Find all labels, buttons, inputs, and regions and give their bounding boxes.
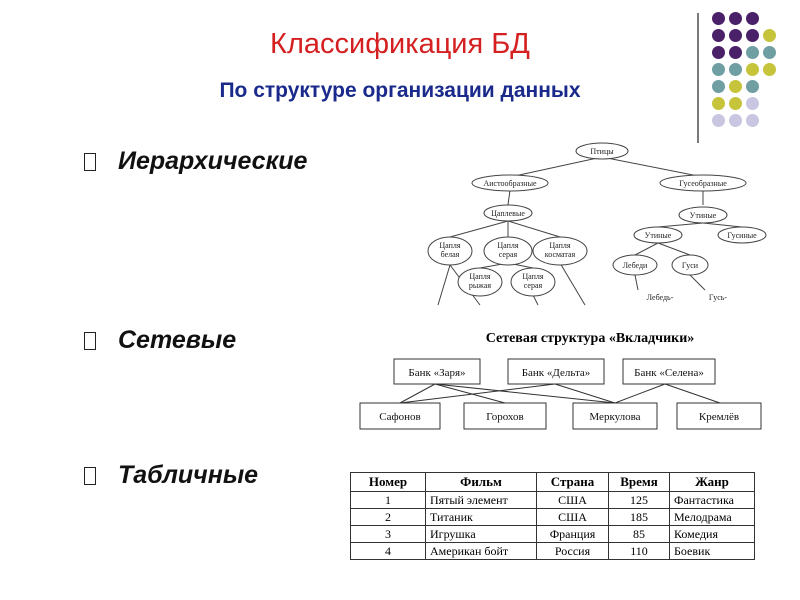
node-left-l1: Аистообразные (484, 179, 537, 188)
table-cell: 1 (350, 491, 426, 509)
bank-node: Банк «Заря» (408, 367, 465, 379)
column-header: Жанр (669, 472, 755, 492)
bullet-box-icon (84, 331, 96, 350)
network-diagram: Банк «Заря» Банк «Дельта» Банк «Селена» … (359, 358, 762, 430)
node-text: косматая (545, 250, 576, 259)
bullet-hierarchical: Иерархические (84, 147, 307, 176)
node-text: Цапля (497, 241, 518, 250)
node-text: серая (524, 281, 543, 290)
decor-dot (763, 29, 776, 42)
column-header: Страна (536, 472, 609, 492)
decor-dot (746, 63, 759, 76)
node-text: Цапля (469, 272, 490, 281)
bullet-label: Табличные (118, 461, 259, 489)
decor-dot (729, 80, 742, 93)
column-header: Номер (350, 472, 426, 492)
table-cell: Боевик (669, 542, 755, 560)
depositor-node: Меркулова (589, 411, 640, 423)
bullet-label: Иерархические (118, 147, 308, 175)
decor-dot (763, 63, 776, 76)
node-text: Гусь- (709, 293, 728, 302)
table-cell: 85 (608, 525, 670, 543)
decor-dot (712, 12, 725, 25)
decor-dot (746, 80, 759, 93)
decor-dot (746, 97, 759, 110)
bullet-label: Сетевые (118, 326, 237, 354)
node-text: Лебеди (623, 261, 648, 270)
decor-dot (712, 97, 725, 110)
node-text: Утиные (645, 231, 672, 240)
node-right-l2: Утиные (690, 211, 717, 220)
table-cell: Франция (536, 525, 609, 543)
node-text: Цапля (549, 241, 570, 250)
decor-dot (712, 63, 725, 76)
node-text: серая (499, 250, 518, 259)
decor-dot (729, 114, 742, 127)
decor-dot (763, 46, 776, 59)
table-cell: Мелодрама (669, 508, 755, 526)
bullet-network: Сетевые (84, 326, 236, 355)
slide-title: Классификация БД (270, 28, 530, 60)
table-cell: Комедия (669, 525, 755, 543)
column-header: Фильм (425, 472, 537, 492)
decor-dot (729, 97, 742, 110)
table-cell: Титаник (425, 508, 537, 526)
depositor-node: Кремлёв (699, 411, 739, 423)
bullet-box-icon (84, 466, 96, 485)
column-header: Время (608, 472, 670, 492)
decor-dot (746, 12, 759, 25)
table-cell: Фантастика (669, 491, 755, 509)
node-text: рыжая (469, 281, 491, 290)
depositor-node: Горохов (486, 411, 523, 423)
table-cell: Американ бойт (425, 542, 537, 560)
decor-dot (729, 46, 742, 59)
depositor-node: Сафонов (379, 411, 420, 423)
decor-dot (746, 29, 759, 42)
bank-node: Банк «Дельта» (522, 367, 591, 379)
table-cell: 125 (608, 491, 670, 509)
table-cell: 4 (350, 542, 426, 560)
table-header-row: Номер Фильм Страна Время Жанр (350, 472, 755, 492)
node-root: Птицы (590, 147, 614, 156)
table-cell: 110 (608, 542, 670, 560)
hierarchy-diagram: Птицы Аистообразные Гусеобразные Цаплевы… (427, 142, 767, 306)
slide-subtitle: По структуре организации данных (219, 79, 581, 102)
table-cell: 3 (350, 525, 426, 543)
node-right-l1: Гусеобразные (679, 179, 727, 188)
node-text: Лебедь- (647, 293, 674, 302)
decor-dot (729, 12, 742, 25)
table-cell: США (536, 508, 609, 526)
decor-divider-line (697, 13, 699, 143)
table-cell: 2 (350, 508, 426, 526)
table-cell: Россия (536, 542, 609, 560)
table-cell: США (536, 491, 609, 509)
decor-dot (746, 114, 759, 127)
bullet-box-icon (84, 152, 96, 171)
node-text: Цапля (439, 241, 460, 250)
node-text: Цапля (522, 272, 543, 281)
decor-dot (729, 63, 742, 76)
table-cell: Пятый элемент (425, 491, 537, 509)
node-left-l2: Цаплевые (491, 209, 525, 218)
decor-dot (729, 29, 742, 42)
decor-dot (712, 114, 725, 127)
table-cell: Игрушка (425, 525, 537, 543)
bullet-tabular: Табличные (84, 461, 258, 490)
node-text: Гусиные (727, 231, 757, 240)
decor-dot (746, 46, 759, 59)
decor-dot (712, 80, 725, 93)
decor-dot (712, 29, 725, 42)
node-text: белая (441, 250, 460, 259)
node-text: Гуси (682, 261, 699, 270)
bank-node: Банк «Селена» (634, 367, 704, 379)
decor-dot (712, 46, 725, 59)
network-title: Сетевая структура «Вкладчики» (485, 331, 695, 346)
table-cell: 185 (608, 508, 670, 526)
